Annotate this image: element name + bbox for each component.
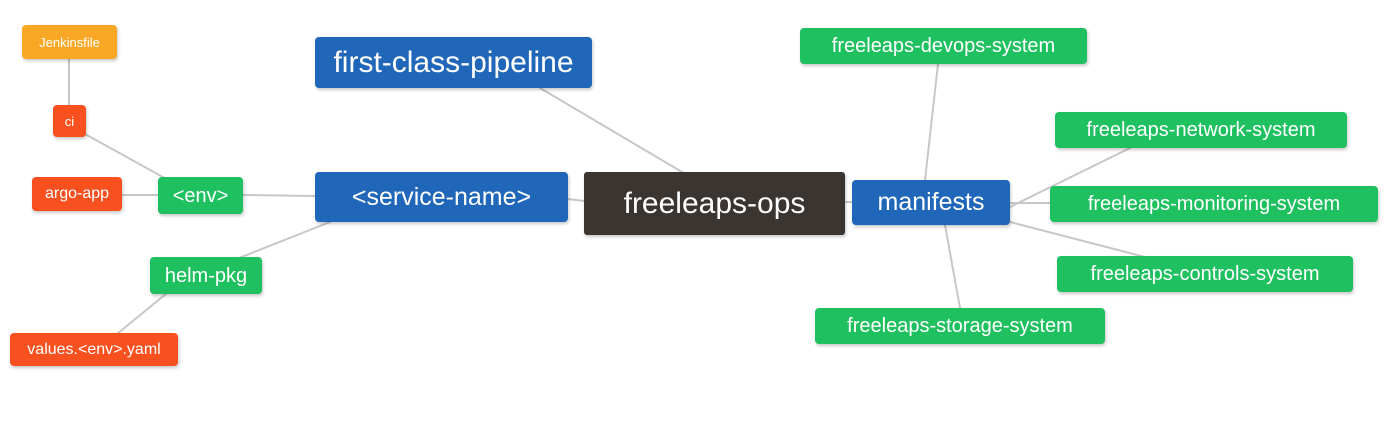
node-label: manifests	[877, 188, 985, 216]
node-label: freeleaps-network-system	[1086, 119, 1316, 141]
node-label: values.<env>.yaml	[27, 340, 161, 358]
node-helm-pkg[interactable]: helm-pkg	[150, 257, 262, 294]
node-service-name[interactable]: <service-name>	[315, 172, 568, 222]
node-first-class-pipeline[interactable]: first-class-pipeline	[315, 37, 592, 88]
node-label: freeleaps-monitoring-system	[1087, 193, 1341, 215]
node-label: helm-pkg	[164, 264, 248, 287]
node-label: <service-name>	[351, 182, 532, 211]
node-controls-system[interactable]: freeleaps-controls-system	[1057, 256, 1353, 292]
node-label: Jenkinsfile	[39, 34, 100, 50]
node-ci[interactable]: ci	[53, 105, 86, 137]
node-label: freeleaps-controls-system	[1090, 263, 1320, 285]
edge-manifests-devops-system	[924, 63, 939, 181]
node-label: argo-app	[44, 185, 110, 202]
node-label: ci	[64, 113, 75, 129]
node-values-yaml[interactable]: values.<env>.yaml	[10, 333, 178, 366]
node-label: freeleaps-ops	[623, 186, 806, 220]
node-label: <env>	[172, 184, 229, 207]
node-env[interactable]: <env>	[158, 177, 243, 214]
node-label: freeleaps-devops-system	[831, 35, 1056, 57]
edge-env-service-name	[242, 194, 316, 197]
node-label: freeleaps-storage-system	[847, 315, 1073, 337]
node-jenkinsfile[interactable]: Jenkinsfile	[22, 25, 117, 59]
edge-helm-pkg-service-name	[238, 221, 331, 259]
node-devops-system[interactable]: freeleaps-devops-system	[800, 28, 1087, 64]
node-label: first-class-pipeline	[333, 45, 574, 79]
node-argo-app[interactable]: argo-app	[32, 177, 122, 211]
edge-first-class-pipeline-freeleaps-ops	[539, 87, 683, 173]
edge-manifests-controls-system	[1009, 221, 1146, 258]
node-manifests[interactable]: manifests	[852, 180, 1010, 225]
edge-ci-env	[84, 133, 171, 182]
edge-service-name-freeleaps-ops	[567, 198, 585, 202]
node-network-system[interactable]: freeleaps-network-system	[1055, 112, 1347, 148]
edge-manifests-storage-system	[944, 224, 961, 309]
node-storage-system[interactable]: freeleaps-storage-system	[815, 308, 1105, 344]
node-freeleaps-ops[interactable]: freeleaps-ops	[584, 172, 845, 235]
node-monitoring-system[interactable]: freeleaps-monitoring-system	[1050, 186, 1378, 222]
edge-values-yaml-helm-pkg	[116, 292, 168, 335]
